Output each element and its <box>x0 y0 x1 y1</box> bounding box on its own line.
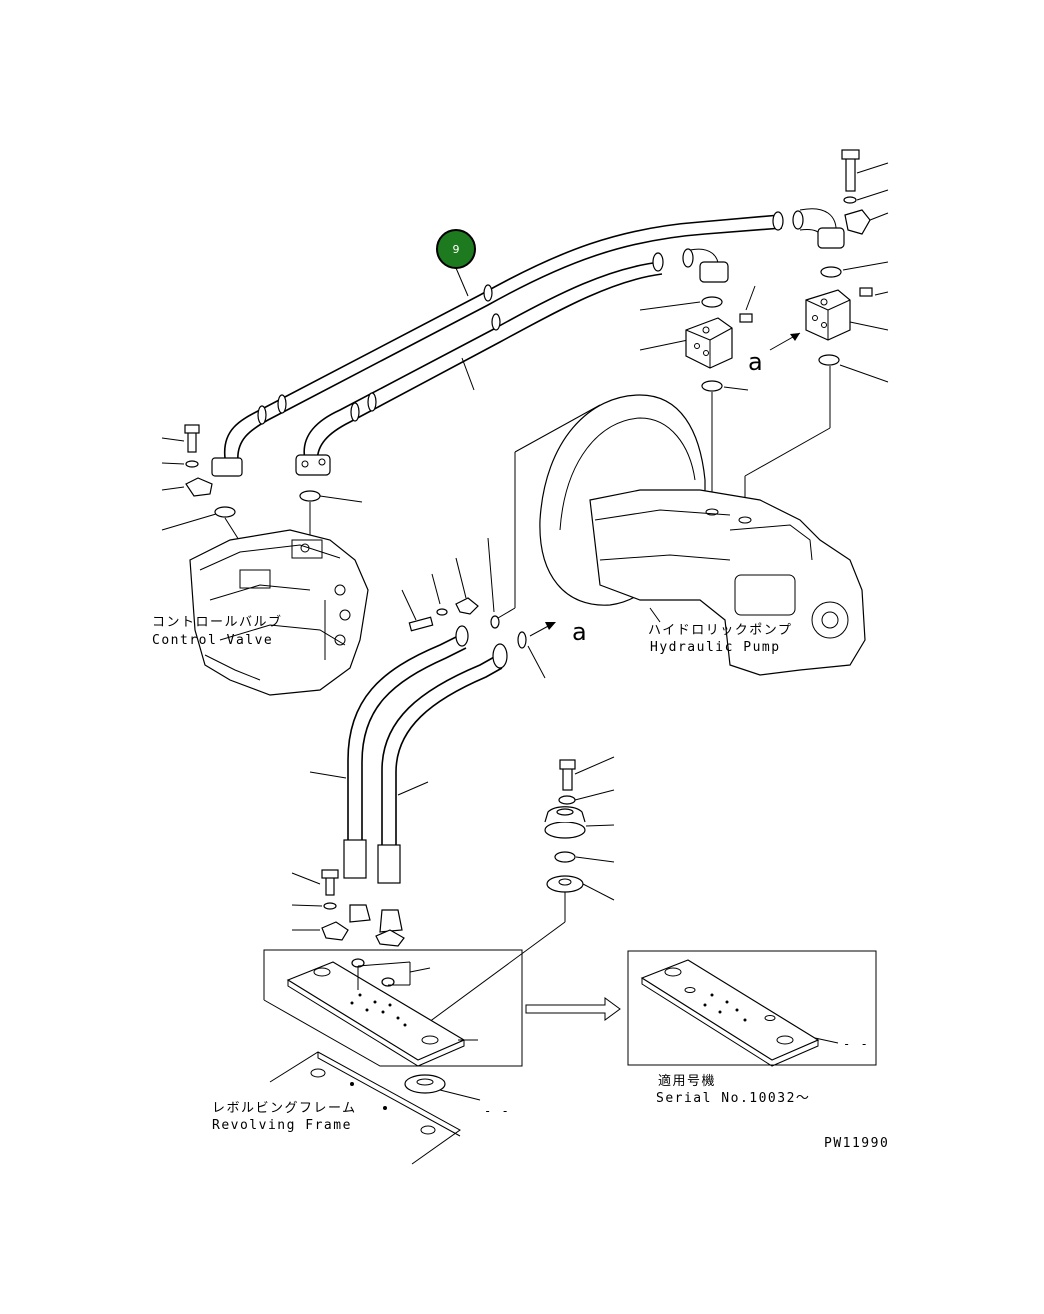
revolving-frame: - - レボルビングフレーム Revolving Frame <box>212 1051 510 1165</box>
left-top-fittings <box>161 424 363 571</box>
svg-text:- -: - - <box>843 1037 869 1051</box>
svg-text:レボルビングフレーム: レボルビングフレーム <box>212 1101 357 1116</box>
top-right-fittings: a <box>685 149 873 520</box>
mounting-plate-box-serial: - - 適用号機 Serial No.10032～ <box>627 950 877 1106</box>
svg-text:Control Valve: Control Valve <box>152 633 273 648</box>
drawing-number: PW11990 <box>824 1136 889 1151</box>
svg-text:a: a <box>748 348 763 376</box>
svg-text:適用号機: 適用号機 <box>658 1073 716 1089</box>
hose-bands <box>257 210 804 425</box>
mounting-plate-box-current <box>263 949 523 1067</box>
upper-hose-assembly <box>211 208 845 477</box>
mount-parts <box>424 756 615 1026</box>
middle-fittings: a <box>401 404 601 679</box>
svg-text:a: a <box>572 618 587 646</box>
control-valve: コントロールバルブ Control Valve <box>152 529 369 696</box>
hydraulic-pump: ハイドロリックポンプ Hydraulic Pump <box>539 394 866 676</box>
svg-text:ハイドロリックポンプ: ハイドロリックポンプ <box>648 623 792 638</box>
svg-text:Hydraulic Pump: Hydraulic Pump <box>650 640 781 655</box>
svg-text:Serial No.10032～: Serial No.10032～ <box>656 1091 810 1106</box>
leader-lines-top <box>455 162 889 391</box>
svg-text:コントロールバルブ: コントロールバルブ <box>152 614 283 630</box>
callout-badge-9[interactable]: 9 <box>436 229 476 269</box>
svg-text:9: 9 <box>453 243 460 256</box>
lower-left-fittings <box>291 869 405 947</box>
transition-arrow <box>525 997 621 1021</box>
svg-text:- -: - - <box>484 1104 510 1118</box>
lower-hose-assembly <box>309 625 508 933</box>
svg-text:Revolving Frame: Revolving Frame <box>212 1118 352 1133</box>
